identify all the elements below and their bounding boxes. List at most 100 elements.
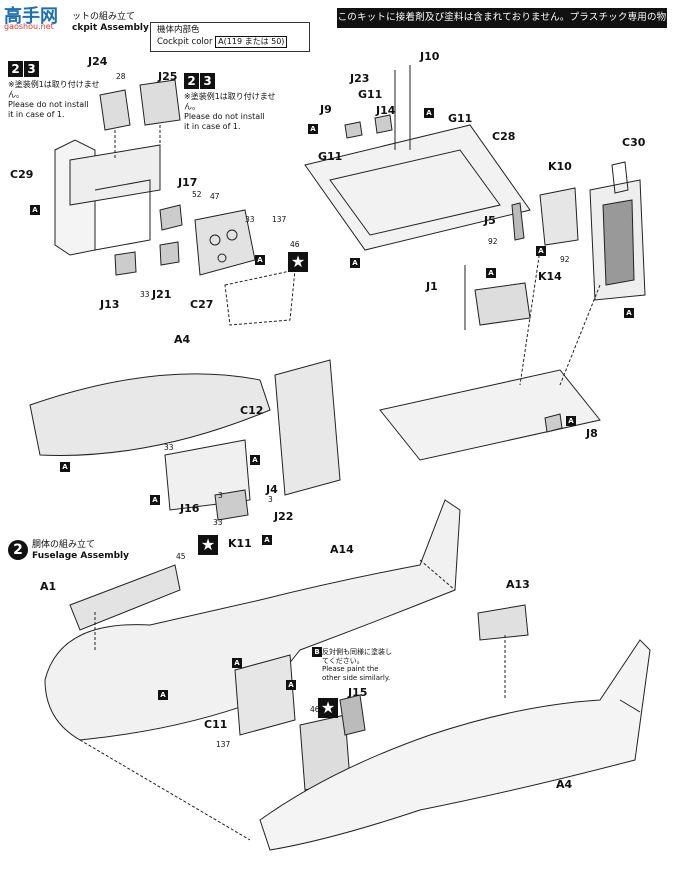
area-marker: A [232, 658, 242, 668]
cockpit-color-box: 機体内部色 Cockpit color A(119 または 50) [150, 22, 310, 52]
watermark-logo: 高手网 gaoshou.net [0, 0, 72, 34]
paint-code-137b: 137 [216, 740, 231, 749]
part-label-k14: K14 [538, 270, 562, 283]
part-label-j16: J16 [180, 502, 200, 515]
part-label-g11c: G11 [318, 150, 343, 163]
area-marker: A [150, 495, 160, 505]
area-marker: A [255, 255, 265, 265]
install-note-right: ※塗装例1は取り付けません。 Please do not install it … [184, 92, 284, 132]
paint-code-3b: 3 [268, 495, 273, 504]
part-label-j21: J21 [152, 288, 172, 301]
cockpit-color-en: Cockpit color [157, 37, 213, 47]
area-marker: A [286, 680, 296, 690]
install-note-left-jp: ※塗装例1は取り付けません。 [8, 80, 100, 99]
part-label-g11a: G11 [358, 88, 383, 101]
section2-title-en: Fuselage Assembly [32, 551, 129, 561]
cockpit-color-jp: 機体内部色 [157, 25, 200, 35]
part-label-k10: K10 [548, 160, 572, 173]
area-marker: A [30, 205, 40, 215]
star-marker: ★ [318, 698, 338, 718]
part-label-c11: C11 [204, 718, 228, 731]
paint-code-46b: 46 [310, 705, 320, 714]
part-label-j25: J25 [158, 70, 178, 83]
paint-code-33a: 33 [245, 215, 255, 224]
paint-code-52: 52 [192, 190, 202, 199]
area-marker: A [424, 108, 434, 118]
star-marker: ★ [288, 252, 308, 272]
install-note-left-en1: Please do not install [8, 100, 89, 109]
area-marker: A [60, 462, 70, 472]
part-label-k11: K11 [228, 537, 252, 550]
section2-title: 胴体の組み立て Fuselage Assembly [32, 540, 129, 562]
paint-code-33d: 33 [213, 518, 223, 527]
badge-3-right: 3 [200, 73, 215, 89]
area-marker: A [624, 308, 634, 318]
section1-title-jp: ットの組み立て [72, 12, 136, 22]
area-marker: A [250, 455, 260, 465]
install-note-left-en2: it in case of 1. [8, 110, 65, 119]
part-label-j8: J8 [586, 427, 598, 440]
part-label-j10: J10 [420, 50, 440, 63]
part-label-a4-lower: A4 [556, 778, 573, 791]
part-label-j23: J23 [350, 72, 370, 85]
area-marker: B [312, 647, 322, 657]
paint-code-45: 45 [176, 552, 186, 561]
badge-2-left: 2 [8, 61, 23, 77]
section2-title-jp: 胴体の組み立て [32, 540, 96, 550]
area-marker: A [308, 124, 318, 134]
paint-code-46a: 46 [290, 240, 300, 249]
part-label-c12: C12 [240, 404, 264, 417]
area-marker: A [262, 535, 272, 545]
paint-code-92a: 92 [488, 237, 498, 246]
paint-other-side-en: Please paint the other side similarly. [322, 665, 391, 682]
part-label-c29: C29 [10, 168, 34, 181]
area-marker: A [566, 416, 576, 426]
adhesive-warning: このキットに接着剤及び塗料は含まれておりません。プラスチック専用の物を御使用下さ… [337, 8, 667, 43]
install-note-left: ※塗装例1は取り付けません。 Please do not install it … [8, 80, 108, 120]
part-label-c30: C30 [622, 136, 646, 149]
area-marker: A [486, 268, 496, 278]
install-note-right-en2: it in case of 1. [184, 122, 241, 131]
paint-code-33b: 33 [140, 290, 150, 299]
paint-code-3a: 3 [218, 491, 223, 500]
part-label-j15: J15 [348, 686, 368, 699]
install-note-right-en1: Please do not install [184, 112, 265, 121]
paint-code-28: 28 [116, 72, 126, 81]
part-label-j22: J22 [274, 510, 294, 523]
part-label-g11b: G11 [448, 112, 473, 125]
part-label-a14: A14 [330, 543, 354, 556]
section1-title-en: ckpit Assembly [72, 23, 149, 33]
part-label-c28: C28 [492, 130, 516, 143]
section2-number: 2 [8, 540, 28, 560]
badge-3-left: 3 [24, 61, 39, 77]
part-label-j14: J14 [376, 104, 396, 117]
part-label-j9: J9 [320, 103, 332, 116]
area-marker: A [158, 690, 168, 700]
paint-other-side-jp: 反対側も同様に塗装してください。 [322, 648, 392, 665]
paint-code-33c: 33 [164, 443, 174, 452]
star-marker: ★ [198, 535, 218, 555]
part-label-a13: A13 [506, 578, 530, 591]
area-marker: A [350, 258, 360, 268]
cockpit-color-ref: A(119 または 50) [215, 36, 288, 48]
badge-2-right: 2 [184, 73, 199, 89]
part-label-j13: J13 [100, 298, 120, 311]
part-label-a4-upper: A4 [174, 333, 191, 346]
part-label-c27: C27 [190, 298, 214, 311]
install-note-right-jp: ※塗装例1は取り付けません。 [184, 92, 276, 111]
section1-title: ットの組み立て ckpit Assembly [72, 12, 149, 34]
area-marker: A [536, 246, 546, 256]
paint-code-47: 47 [210, 192, 220, 201]
part-label-j17: J17 [178, 176, 198, 189]
part-label-j24: J24 [88, 55, 108, 68]
part-label-a1: A1 [40, 580, 57, 593]
watermark-url: gaoshou.net [4, 22, 54, 31]
watermark-text: 高手网 [4, 6, 58, 27]
part-label-j5: J5 [484, 214, 496, 227]
paint-code-137a: 137 [272, 215, 287, 224]
part-label-j1: J1 [426, 280, 438, 293]
paint-code-92b: 92 [560, 255, 570, 264]
